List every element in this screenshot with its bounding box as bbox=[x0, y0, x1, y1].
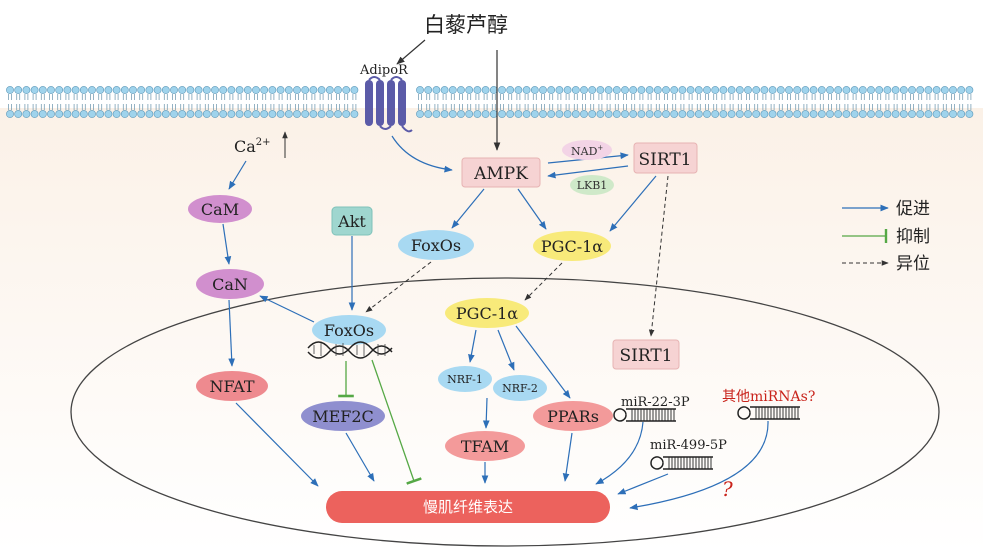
mir499-hairpin-icon bbox=[650, 456, 713, 470]
pgc-to-nrf1-arrow bbox=[468, 329, 477, 363]
ampk-to-foxos-arrow bbox=[451, 188, 485, 229]
ppars-label: PPARs bbox=[547, 407, 599, 426]
can-label: CaN bbox=[212, 275, 248, 294]
nrf2-node bbox=[493, 375, 547, 401]
nad-cofactor bbox=[562, 140, 612, 160]
foxos-top-node bbox=[398, 230, 474, 260]
pgc-translocation-arrow bbox=[524, 262, 563, 301]
sirt1-to-ampk-arrow bbox=[547, 165, 629, 179]
cam-to-can-arrow bbox=[222, 223, 232, 265]
receptor-to-ampk-arrow bbox=[391, 135, 453, 173]
foxos-nucleus-node bbox=[312, 315, 386, 345]
mef2c-node bbox=[301, 401, 385, 431]
foxos-inhibits-slow-fiber bbox=[371, 359, 422, 485]
sirt1-nucleus-box bbox=[612, 339, 680, 370]
nrf1-node bbox=[438, 366, 492, 392]
nfat-to-slow-fiber-arrow bbox=[235, 402, 319, 487]
ampk-to-pgc-arrow bbox=[517, 188, 547, 230]
other-mirna-to-slow-fiber-arrow bbox=[629, 420, 769, 511]
cam-node bbox=[188, 195, 252, 223]
nrf2-label: NRF-2 bbox=[502, 382, 538, 395]
receptor-label: AdipoR bbox=[359, 63, 409, 78]
mir22-to-slow-fiber-arrow bbox=[595, 421, 644, 485]
pgc-top-node bbox=[533, 231, 611, 261]
adipor-receptor bbox=[365, 76, 413, 133]
ppars-node bbox=[533, 401, 613, 431]
mir499-to-slow-fiber-arrow bbox=[617, 473, 669, 495]
nucleus-membrane bbox=[70, 277, 940, 547]
stimulus-to-receptor-arrow bbox=[396, 39, 426, 65]
slow-fiber-label: 慢肌纤维表达 bbox=[423, 498, 513, 516]
mef2c-to-slow-fiber-arrow bbox=[345, 432, 375, 482]
pgc-nucleus-label: PGC-1α bbox=[456, 304, 518, 323]
legend-inhibit-label: 抑制 bbox=[896, 227, 930, 247]
foxos-top-label: FoxOs bbox=[411, 236, 461, 255]
sirt1-translocation-arrow bbox=[648, 175, 669, 337]
can-to-nfat-arrow bbox=[228, 299, 236, 367]
legend-promote-label: 促进 bbox=[896, 199, 930, 219]
calcium-to-cam-arrow bbox=[228, 160, 247, 190]
pgc-to-ppars-arrow bbox=[515, 325, 571, 399]
foxos-to-can-arrow bbox=[259, 295, 315, 323]
legend-translocate-label: 异位 bbox=[896, 254, 930, 274]
nfat-node bbox=[196, 371, 268, 401]
stimulus-label: 白藜芦醇 bbox=[424, 13, 508, 37]
nfat-label: NFAT bbox=[209, 377, 254, 396]
tfam-label: TFAM bbox=[461, 437, 509, 456]
pgc-top-label: PGC-1α bbox=[541, 237, 603, 256]
foxos-nucleus-label: FoxOs bbox=[324, 321, 374, 340]
dna-helix-icon bbox=[307, 341, 393, 359]
calcium-label: Ca2+ bbox=[234, 137, 271, 156]
sirt1-top-box bbox=[633, 142, 698, 174]
mir499-label: miR-499-5P bbox=[650, 438, 727, 453]
legend: 促进 抑制 异位 bbox=[842, 199, 930, 274]
sirt1-to-pgc-arrow bbox=[609, 175, 657, 232]
ppars-to-slow-fiber-arrow bbox=[562, 432, 573, 482]
ampk-label: AMPK bbox=[473, 164, 528, 184]
nrf-to-tfam-arrow bbox=[482, 397, 490, 429]
mef2c-label: MEF2C bbox=[312, 407, 374, 426]
pgc-to-nrf2-arrow bbox=[497, 329, 515, 371]
lkb1-label: LKB1 bbox=[577, 179, 608, 192]
ampk-box bbox=[461, 157, 541, 188]
nad-label: NAD+ bbox=[571, 144, 603, 158]
nrf1-label: NRF-1 bbox=[447, 373, 483, 386]
mir22-hairpin-icon bbox=[613, 408, 676, 422]
sirt1-nucleus-label: SIRT1 bbox=[619, 346, 672, 366]
pgc-nucleus-node bbox=[445, 298, 529, 328]
mir22-label: miR-22-3P bbox=[621, 395, 690, 410]
akt-box bbox=[331, 206, 373, 236]
question-mark: ? bbox=[722, 477, 733, 501]
tfam-node bbox=[445, 431, 525, 461]
lkb1-cofactor bbox=[570, 175, 614, 195]
slow-fiber-expression-bar bbox=[326, 491, 610, 523]
can-node bbox=[196, 269, 264, 299]
akt-label: Akt bbox=[337, 212, 366, 231]
cell-membrane bbox=[6, 86, 974, 118]
sirt1-top-label: SIRT1 bbox=[638, 150, 691, 170]
cam-label: CaM bbox=[201, 200, 239, 219]
other-mirnas-label: 其他miRNAs? bbox=[722, 389, 815, 405]
other-mirna-hairpin-icon bbox=[737, 406, 800, 420]
